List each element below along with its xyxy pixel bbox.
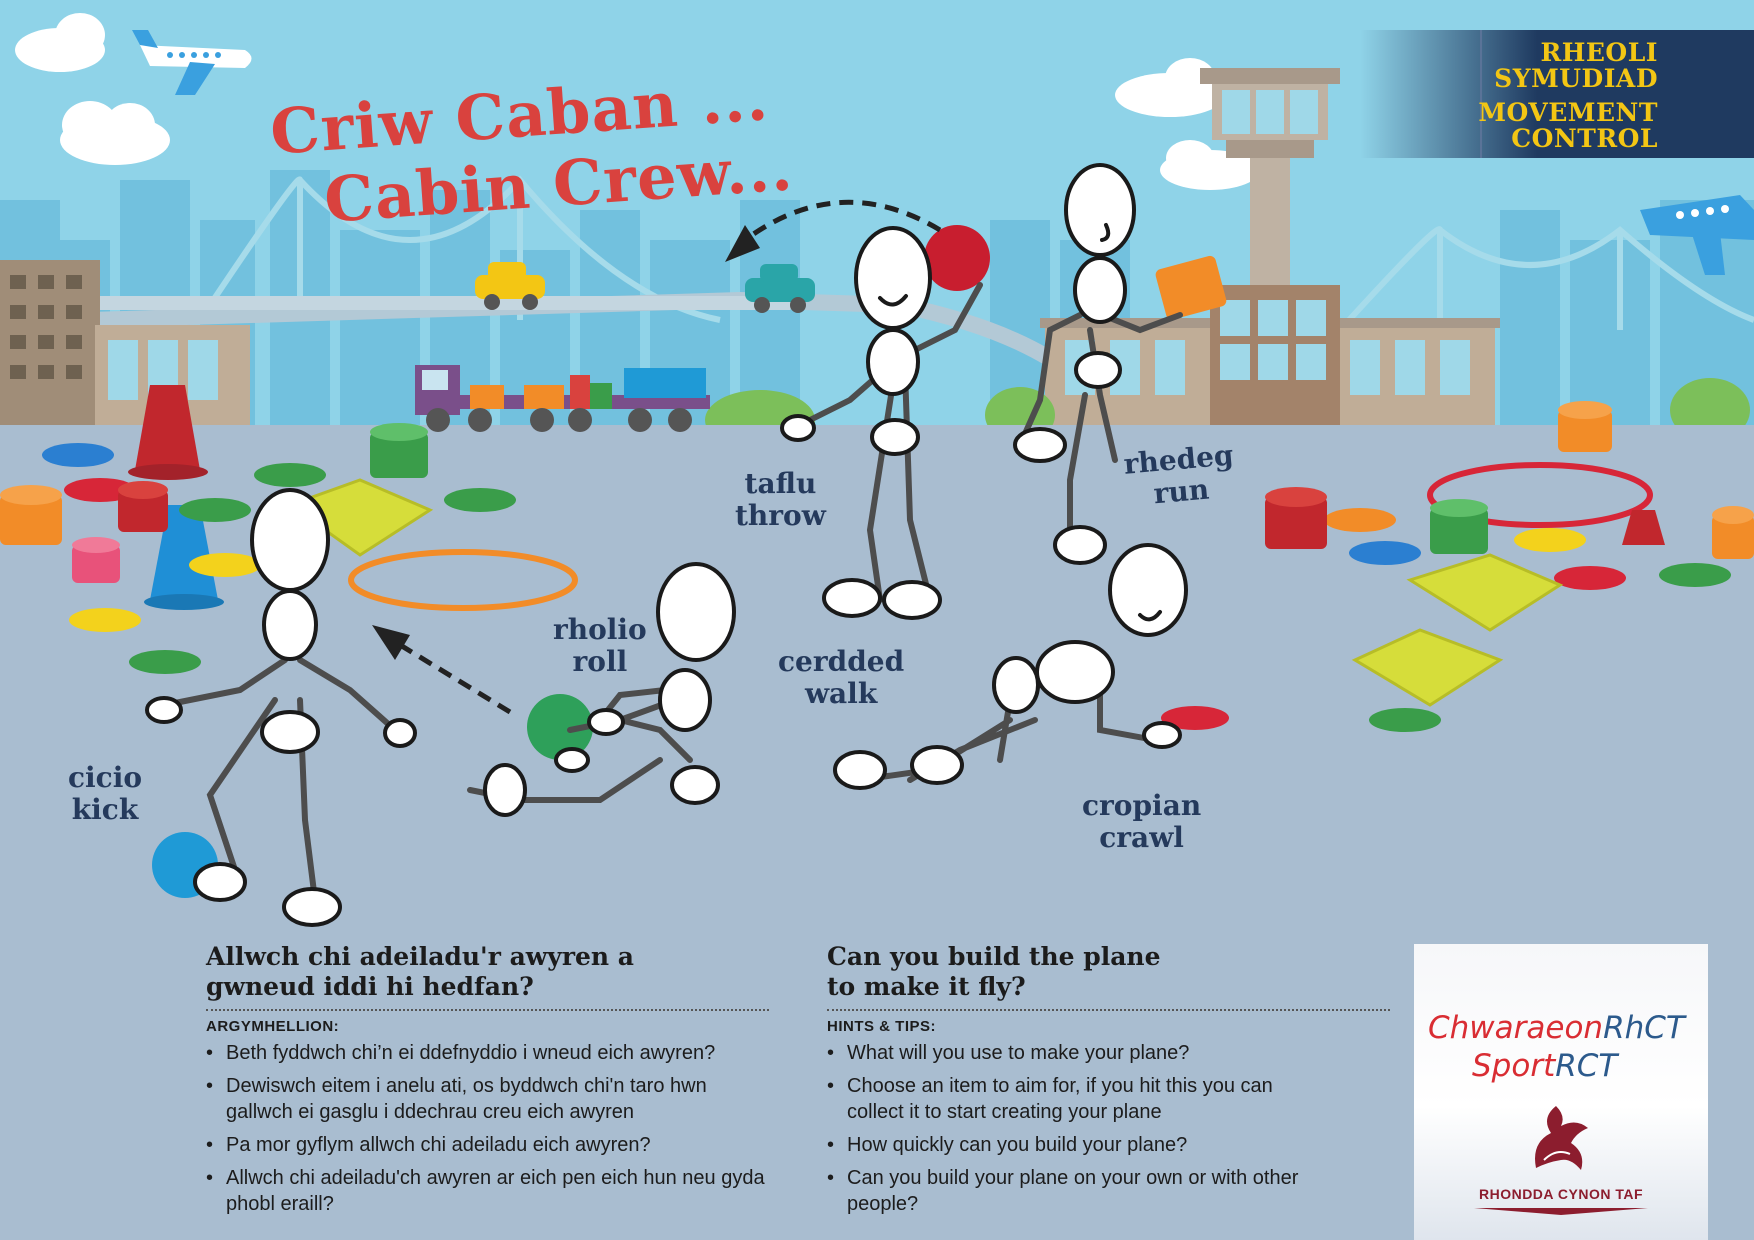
bullet: • — [206, 1042, 214, 1064]
welsh-tip-text: Allwch chi adeiladu'ch awyren ar eich pe… — [226, 1167, 765, 1215]
label-throw: taflu throw — [735, 468, 826, 532]
english-tip: • Choose an item to aim for, if you hit t… — [827, 1073, 1327, 1125]
banner-english-line-2: CONTROL — [1511, 124, 1658, 153]
banner-english: MOVEMENT CONTROL — [1478, 100, 1658, 152]
welsh-tips-list: • Beth fyddwch chi’n ei ddefnyddio i wneu… — [206, 1040, 776, 1224]
banner-english-line-1: MOVEMENT — [1478, 98, 1658, 127]
roll-arrowhead — [372, 625, 410, 660]
label-throw-welsh: taflu — [744, 467, 817, 500]
welsh-hints-label: ARGYMHELLION: — [206, 1018, 340, 1035]
orange-hoop — [348, 549, 578, 611]
welsh-tip: • Pa mor gyflym allwch chi adeiladu eich … — [206, 1132, 776, 1158]
truck — [415, 365, 710, 432]
banner-welsh-line-1: RHEOLI — [1540, 38, 1658, 67]
banner-divider — [1480, 30, 1482, 158]
label-run: rhedeg run — [1122, 438, 1237, 512]
rhondda-cynon-taf-name: RHONDDA CYNON TAF — [1478, 1186, 1644, 1202]
english-tip: • What will you use to make your plane? — [827, 1040, 1327, 1066]
english-hints-label: HINTS & TIPS: — [827, 1018, 937, 1035]
plane-right — [1640, 195, 1754, 275]
logo-underline — [1474, 1208, 1648, 1215]
bullet: • — [827, 1167, 835, 1189]
highway-deck — [90, 296, 790, 310]
english-divider — [827, 1009, 1390, 1011]
english-tips-list: • What will you use to make your plane? •… — [827, 1040, 1327, 1224]
red-hoop — [1427, 462, 1653, 528]
label-crawl-welsh: cropian — [1082, 789, 1202, 822]
english-heading: Can you build the plane to make it fly? — [827, 942, 1160, 1002]
smiles — [878, 223, 1162, 622]
welsh-heading-line-1: Allwch chi adeiladu'r awyren a — [206, 942, 634, 971]
roll-arrow — [390, 637, 512, 715]
movement-control-banner — [1360, 30, 1754, 158]
bullet: • — [206, 1134, 214, 1156]
label-throw-english: throw — [735, 499, 826, 532]
english-tip: • How quickly can you build your plane? — [827, 1132, 1327, 1158]
rings — [0, 401, 1754, 583]
control-tower — [1200, 68, 1340, 288]
english-tip-text: What will you use to make your plane? — [847, 1042, 1190, 1064]
dragon-emblem-icon — [1535, 1106, 1588, 1170]
english-tip-text: How quickly can you build your plane? — [847, 1134, 1188, 1156]
suspension-bridge-right — [1337, 226, 1754, 333]
bullet: • — [827, 1042, 835, 1064]
welsh-tip-text: Beth fyddwch chi’n ei ddefnyddio i wneud… — [226, 1042, 716, 1064]
label-walk: cerdded walk — [778, 646, 904, 710]
label-walk-welsh: cerdded — [778, 645, 905, 678]
bullet: • — [206, 1167, 214, 1189]
throw-arrow — [743, 199, 942, 243]
bean-bags — [286, 478, 1564, 707]
welsh-tip-text: Pa mor gyflym allwch chi adeiladu eich a… — [226, 1134, 651, 1156]
logo-line-welsh: ChwaraeonRhCT — [1428, 1010, 1685, 1046]
logo-rct: RCT — [1555, 1048, 1618, 1084]
plane-top-left — [132, 30, 252, 95]
stick-figure-bodies — [145, 163, 1188, 927]
banner-welsh: RHEOLI SYMUDIAD — [1494, 40, 1658, 92]
english-heading-line-1: Can you build the plane — [827, 942, 1161, 971]
sport-rct-logo-panel: ChwaraeonRhCT SportRCT RHONDDA CYNON TAF — [1414, 944, 1708, 1240]
english-heading-line-2: to make it fly? — [827, 972, 1026, 1001]
label-roll-welsh: rholio — [553, 613, 647, 646]
teal-car — [745, 264, 815, 313]
welsh-tip: • Dewiswch eitem i anelu ati, os byddwch … — [206, 1073, 776, 1125]
logo-sport: Sport — [1472, 1048, 1556, 1084]
banner-welsh-line-2: SYMUDIAD — [1494, 64, 1658, 93]
label-roll-english: roll — [572, 645, 628, 678]
bullet: • — [206, 1075, 214, 1097]
logo-chwaraeon: Chwaraeon — [1428, 1010, 1604, 1046]
yellow-car — [475, 262, 545, 310]
welsh-divider — [206, 1009, 769, 1011]
label-kick: cicio kick — [68, 762, 142, 826]
label-crawl-english: crawl — [1099, 821, 1184, 854]
label-kick-english: kick — [71, 793, 139, 826]
english-tip-text: Choose an item to aim for, if you hit th… — [847, 1075, 1273, 1123]
throw-arrowhead — [725, 225, 760, 262]
red-ball — [924, 225, 990, 291]
label-walk-english: walk — [804, 677, 878, 710]
label-roll: rholio roll — [553, 614, 647, 678]
bullet: • — [827, 1075, 835, 1097]
english-tip: • Can you build your plane on your own or… — [827, 1165, 1327, 1217]
bullet: • — [827, 1134, 835, 1156]
clouds — [15, 13, 1260, 190]
cones — [128, 385, 1665, 610]
welsh-tip-text: Dewiswch eitem i anelu ati, os byddwch c… — [226, 1075, 707, 1123]
label-kick-welsh: cicio — [68, 761, 143, 794]
welsh-heading: Allwch chi adeiladu'r awyren a gwneud id… — [206, 942, 634, 1002]
welsh-tip: • Beth fyddwch chi’n ei ddefnyddio i wneu… — [206, 1040, 776, 1066]
office-building-left — [0, 260, 100, 430]
logo-line-english: SportRCT — [1472, 1048, 1617, 1084]
welsh-tip: • Allwch chi adeiladu'ch awyren ar eich p… — [206, 1165, 776, 1217]
green-ball — [527, 694, 593, 760]
label-crawl: cropian crawl — [1082, 790, 1201, 854]
orange-ring-held — [1155, 255, 1227, 320]
english-tip-text: Can you build your plane on your own or … — [847, 1167, 1299, 1215]
welsh-heading-line-2: gwneud iddi hi hedfan? — [206, 972, 534, 1001]
logo-rhct: RhCT — [1603, 1010, 1685, 1046]
